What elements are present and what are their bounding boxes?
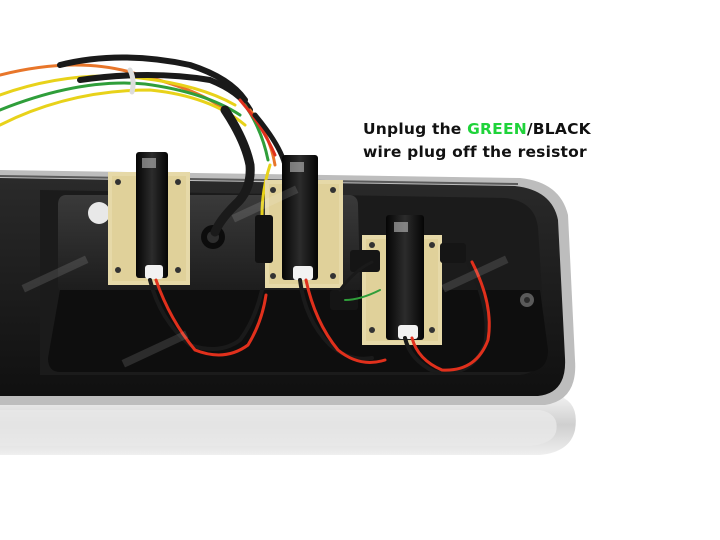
chrome-trim: [0, 395, 576, 455]
load-resistor-1: [108, 152, 190, 285]
caption-suffix: /BLACK: [526, 120, 591, 138]
caption-line-2: wire plug off the resistor: [363, 143, 587, 161]
connector-plugs: [330, 243, 466, 310]
watermark-pattern: [21, 185, 509, 368]
wire-harness: [0, 54, 288, 237]
resistor-leads: [148, 260, 491, 375]
load-resistor-2: [255, 155, 343, 288]
caption-line-1: Unplug the GREEN/BLACK: [363, 118, 591, 141]
caption-prefix: Unplug the: [363, 120, 468, 138]
caption-highlight-green: GREEN: [467, 120, 527, 138]
instruction-caption: Unplug the GREEN/BLACK wire plug off the…: [363, 118, 591, 164]
